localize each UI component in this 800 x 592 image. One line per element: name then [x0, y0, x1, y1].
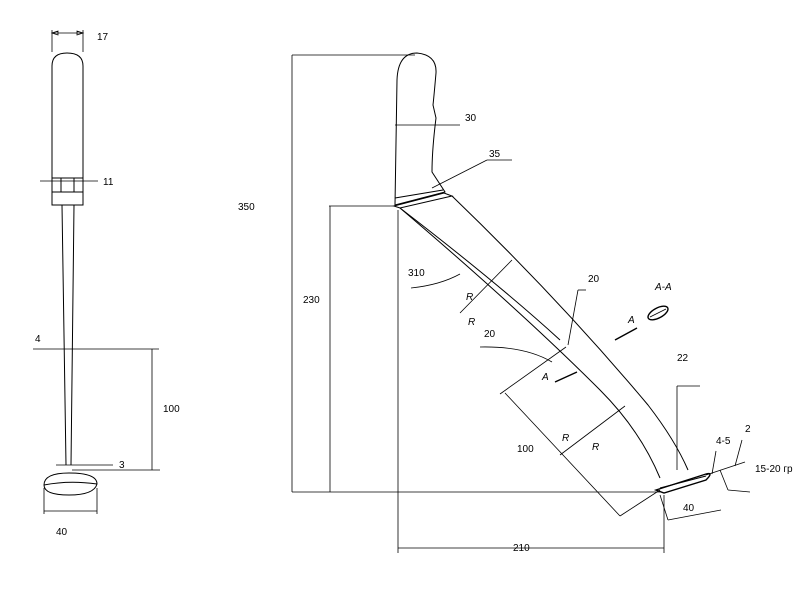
- section-mark-a2: A: [627, 315, 635, 326]
- dim-40-side-label: 40: [683, 503, 695, 514]
- front-view: 17 11 4 100 3 40: [33, 30, 180, 538]
- dim-230-label: 230: [303, 295, 320, 306]
- section-mark-a1: A: [541, 372, 549, 383]
- radius-mark-2: R: [468, 317, 475, 328]
- side-shaft: [451, 195, 689, 471]
- dim-30-label: 30: [465, 113, 477, 124]
- dim-20-top-label: 20: [588, 274, 600, 285]
- dim-2-label: 2: [745, 424, 751, 435]
- dim-210-label: 210: [513, 543, 530, 554]
- dim-40-front-label: 40: [56, 527, 68, 538]
- dim-3-label: 3: [119, 460, 125, 471]
- side-collar: [392, 192, 454, 209]
- radius-mark-3: R: [562, 433, 569, 444]
- dim-17-label: 17: [97, 32, 109, 43]
- dim-4-label: 4: [35, 334, 41, 345]
- dim-100-side-label: 100: [517, 444, 534, 455]
- radius-mark-1: R: [466, 292, 473, 303]
- dim-11-label: 11: [103, 177, 114, 188]
- front-handle: [51, 52, 84, 179]
- dim-350-label: 350: [238, 202, 255, 213]
- dim-angle-label: 15-20 гр: [755, 464, 793, 475]
- front-shaft: [61, 204, 75, 466]
- dim-22-label: 22: [677, 353, 689, 364]
- side-handle: [394, 52, 446, 206]
- radius-mark-4: R: [592, 442, 599, 453]
- side-view: 350 30 35 230 210 310 R R R R 20: [238, 52, 793, 554]
- dim-4-5-label: 4-5: [716, 436, 731, 447]
- dim-35-label: 35: [489, 149, 501, 160]
- side-blade: [653, 472, 711, 494]
- section-a-a-view: [647, 305, 669, 321]
- dim-310-label: 310: [408, 268, 425, 279]
- dim-100-front-label: 100: [163, 404, 180, 415]
- dim-20-red-label: 20: [484, 329, 496, 340]
- section-a-a-label: A-A: [654, 282, 672, 293]
